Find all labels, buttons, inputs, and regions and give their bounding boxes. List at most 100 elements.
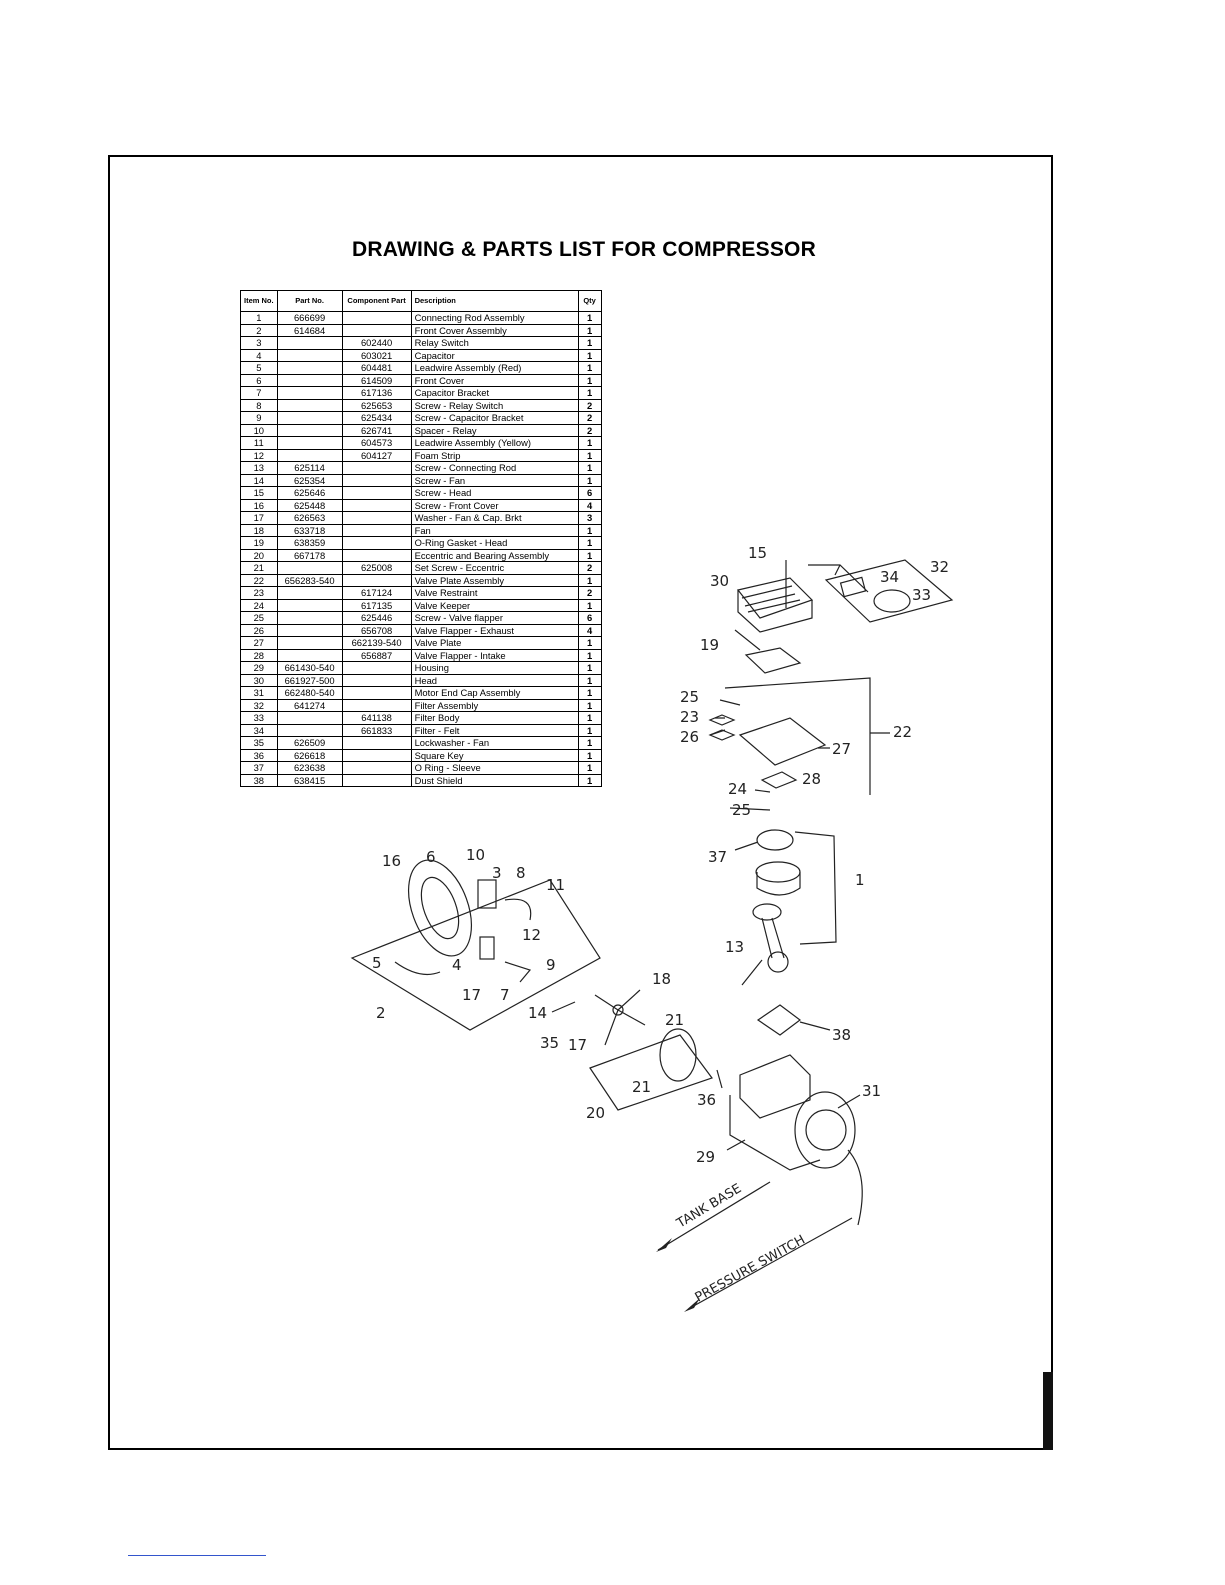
scan-edge-mark — [1043, 1372, 1053, 1450]
callout-26: 26 — [680, 728, 699, 746]
eccentric-bracket — [589, 1034, 713, 1111]
callout-14: 14 — [528, 1004, 547, 1022]
cell-qty: 1 — [577, 573, 602, 587]
header-item-no: Item No. — [240, 290, 278, 312]
callout-13: 13 — [725, 938, 744, 956]
callout-19: 19 — [700, 636, 719, 654]
motor-fan-grill — [805, 1109, 847, 1151]
callout-29: 29 — [696, 1148, 715, 1166]
callout-25-top: 25 — [680, 688, 699, 706]
head-body — [737, 590, 813, 633]
valve-plate-bracket — [724, 677, 890, 795]
callout-34: 34 — [880, 568, 899, 586]
callout-31: 31 — [862, 1082, 881, 1100]
callout-18: 18 — [652, 970, 671, 988]
valve-plate — [738, 717, 827, 766]
callout-28: 28 — [802, 770, 821, 788]
callout-11: 11 — [546, 876, 565, 894]
callout-7: 7 — [500, 986, 510, 1004]
callout-21-bottom: 21 — [632, 1078, 651, 1096]
callout-6: 6 — [426, 848, 436, 866]
filter-bracket-outline — [824, 559, 954, 623]
conn-rod-screw — [741, 959, 763, 986]
square-key — [716, 1069, 723, 1089]
front-cover — [408, 859, 472, 957]
filter-body — [873, 589, 911, 613]
power-cord — [847, 1149, 863, 1226]
cell-qty: 3 — [577, 511, 602, 525]
callout-23: 23 — [680, 708, 699, 726]
callout-22: 22 — [893, 723, 912, 741]
tank-base-label: TANK BASE — [673, 1181, 744, 1232]
cell-qty: 1 — [577, 773, 602, 787]
capacitor — [479, 936, 495, 960]
piston-cup — [752, 903, 782, 921]
callout-25-bottom: 25 — [732, 801, 751, 819]
leader-lines — [709, 629, 861, 1151]
callout-3: 3 — [492, 864, 502, 882]
callout-8: 8 — [516, 864, 526, 882]
o-ring-sleeve — [756, 829, 794, 851]
sleeve-top — [755, 861, 801, 883]
relay-switch — [477, 879, 497, 909]
filter-line — [808, 564, 869, 593]
page-title: DRAWING & PARTS LIST FOR COMPRESSOR — [352, 238, 816, 261]
callout-15: 15 — [748, 544, 767, 562]
intake-flapper — [760, 771, 798, 789]
footer-link-underline — [128, 1555, 266, 1556]
valve-flappers — [708, 714, 736, 741]
callout-30: 30 — [710, 572, 729, 590]
capacitor-bracket — [504, 961, 532, 983]
callout-32: 32 — [930, 558, 949, 576]
callout-38: 38 — [832, 1026, 851, 1044]
head-gasket — [744, 647, 802, 674]
callout-10: 10 — [466, 846, 485, 864]
rod-eye — [767, 951, 789, 973]
callout-17-cover: 17 — [462, 986, 481, 1004]
cell-qty: 1 — [577, 761, 602, 775]
front-cover-bracket — [350, 879, 601, 1031]
front-cover-inner — [420, 876, 460, 940]
callout-21-top: 21 — [665, 1011, 684, 1029]
callout-24: 24 — [728, 780, 747, 798]
callout-36: 36 — [697, 1091, 716, 1109]
callout-35: 35 — [540, 1034, 559, 1052]
head-fins — [741, 585, 801, 613]
housing-top — [739, 1054, 811, 1119]
callout-27: 27 — [832, 740, 851, 758]
callout-4: 4 — [452, 956, 462, 974]
pressure-switch-arrow-line — [689, 1217, 853, 1309]
parts-list-table: Item No. Part No. Component Part Descrip… — [240, 290, 602, 787]
callout-16: 16 — [382, 852, 401, 870]
sleeve — [756, 872, 801, 896]
tank-base-arrowhead — [656, 1238, 672, 1252]
cell-qty: 1 — [577, 598, 602, 612]
dust-shield — [756, 1004, 801, 1036]
cell-item-no: 38 — [240, 773, 278, 787]
pressure-switch-arrowhead — [684, 1298, 700, 1312]
header-qty: Qty — [577, 290, 602, 312]
callout-9: 9 — [546, 956, 556, 974]
conn-rod-bracket — [794, 831, 837, 945]
leadwire-red — [394, 961, 441, 975]
callout-20: 20 — [586, 1104, 605, 1122]
callout-2: 2 — [376, 1004, 386, 1022]
housing-body — [729, 1095, 821, 1171]
cell-qty: 1 — [577, 373, 602, 387]
connecting-rod — [761, 917, 785, 959]
